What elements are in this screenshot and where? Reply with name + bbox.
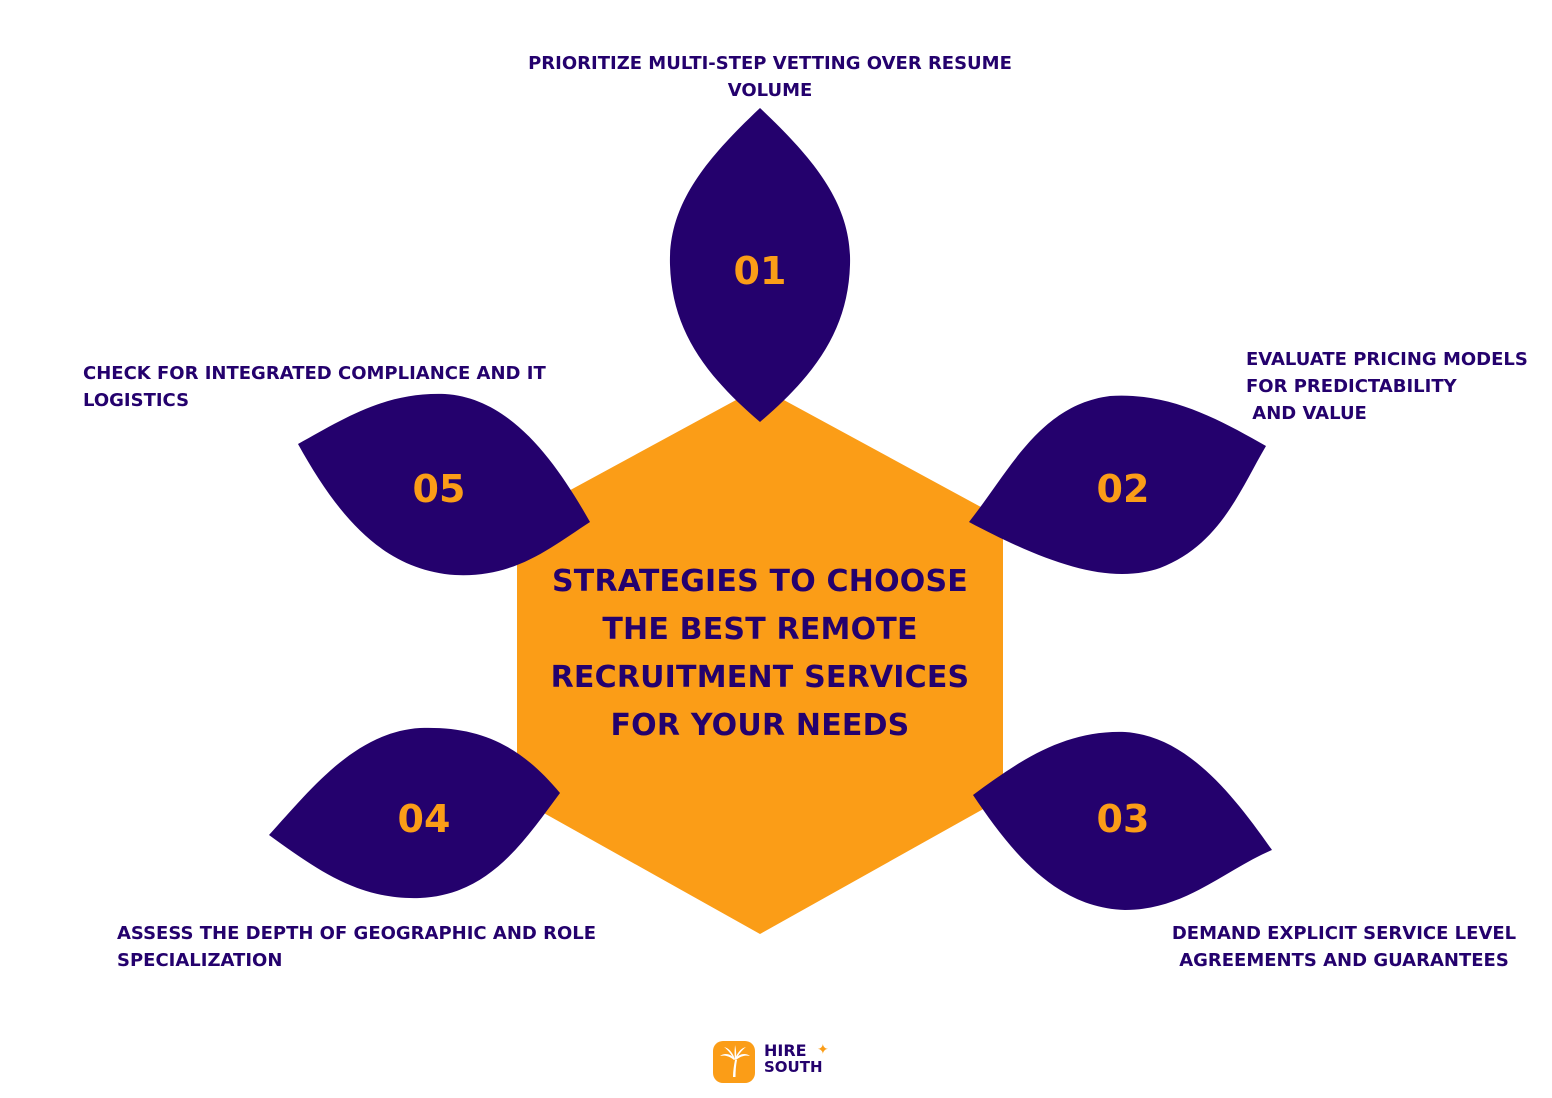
palm-tree-icon bbox=[720, 1045, 750, 1077]
center-title-line-2: THE BEST REMOTE bbox=[602, 612, 918, 647]
center-title-line-3: RECRUITMENT SERVICES bbox=[550, 660, 970, 695]
petal-02-number: 02 bbox=[1097, 467, 1150, 511]
strategy-03-caption: DEMAND EXPLICIT SERVICE LEVEL AGREEMENTS… bbox=[1162, 920, 1526, 974]
petal-05: 05 bbox=[298, 393, 590, 576]
petal-05-shape bbox=[298, 393, 590, 576]
petal-01: 01 bbox=[669, 108, 851, 422]
sparkle-icon: ✦ bbox=[817, 1042, 829, 1058]
logo-word-south: SOUTH bbox=[764, 1058, 823, 1076]
strategy-04-caption: ASSESS THE DEPTH OF GEOGRAPHIC AND ROLE … bbox=[117, 920, 596, 974]
center-title: STRATEGIES TO CHOOSE THE BEST REMOTE REC… bbox=[530, 558, 990, 750]
strategy-02-caption-line-3: AND VALUE bbox=[1246, 403, 1367, 424]
petal-01-shape bbox=[669, 108, 851, 422]
logo-word-hire: HIRE bbox=[764, 1041, 807, 1060]
hire-south-logo: HIRE SOUTH ✦ bbox=[713, 1040, 843, 1084]
strategy-04-caption-line-2: SPECIALIZATION bbox=[117, 950, 283, 971]
petal-01-number: 01 bbox=[734, 249, 787, 293]
strategy-03-caption-line-1: DEMAND EXPLICIT SERVICE LEVEL bbox=[1171, 923, 1517, 944]
strategy-04-caption-line-1: ASSESS THE DEPTH OF GEOGRAPHIC AND ROLE bbox=[117, 923, 597, 944]
petal-04-number: 04 bbox=[398, 797, 451, 841]
strategy-05-caption-line-1: CHECK FOR INTEGRATED COMPLIANCE AND IT bbox=[83, 363, 546, 384]
petal-04-shape bbox=[269, 727, 560, 899]
strategy-02-caption-line-1: EVALUATE PRICING MODELS bbox=[1246, 349, 1528, 370]
petal-03-number: 03 bbox=[1097, 797, 1150, 841]
strategy-03-caption-line-2: AGREEMENTS AND GUARANTEES bbox=[1179, 950, 1509, 971]
strategy-01-caption: PRIORITIZE MULTI-STEP VETTING OVER RESUM… bbox=[520, 50, 1020, 104]
strategy-02-caption: EVALUATE PRICING MODELS FOR PREDICTABILI… bbox=[1246, 346, 1528, 427]
strategy-05-caption-line-2: LOGISTICS bbox=[83, 390, 190, 411]
strategy-02-caption-line-2: FOR PREDICTABILITY bbox=[1246, 376, 1457, 397]
strategy-05-caption: CHECK FOR INTEGRATED COMPLIANCE AND IT L… bbox=[83, 360, 546, 414]
logo-text: HIRE SOUTH bbox=[764, 1042, 823, 1076]
center-hexagon bbox=[517, 387, 1003, 934]
strategy-01-caption-line-2: VOLUME bbox=[727, 80, 813, 101]
petal-03: 03 bbox=[973, 731, 1272, 910]
center-title-line-4: FOR YOUR NEEDS bbox=[610, 708, 910, 743]
logo-badge bbox=[713, 1041, 755, 1083]
petal-02: 02 bbox=[969, 395, 1266, 575]
petal-02-shape bbox=[969, 395, 1266, 575]
strategy-01-caption-line-1: PRIORITIZE MULTI-STEP VETTING OVER RESUM… bbox=[528, 53, 1012, 74]
petal-04: 04 bbox=[269, 727, 560, 899]
petal-03-shape bbox=[973, 731, 1272, 910]
center-title-line-1: STRATEGIES TO CHOOSE bbox=[552, 564, 968, 599]
petal-05-number: 05 bbox=[413, 467, 466, 511]
